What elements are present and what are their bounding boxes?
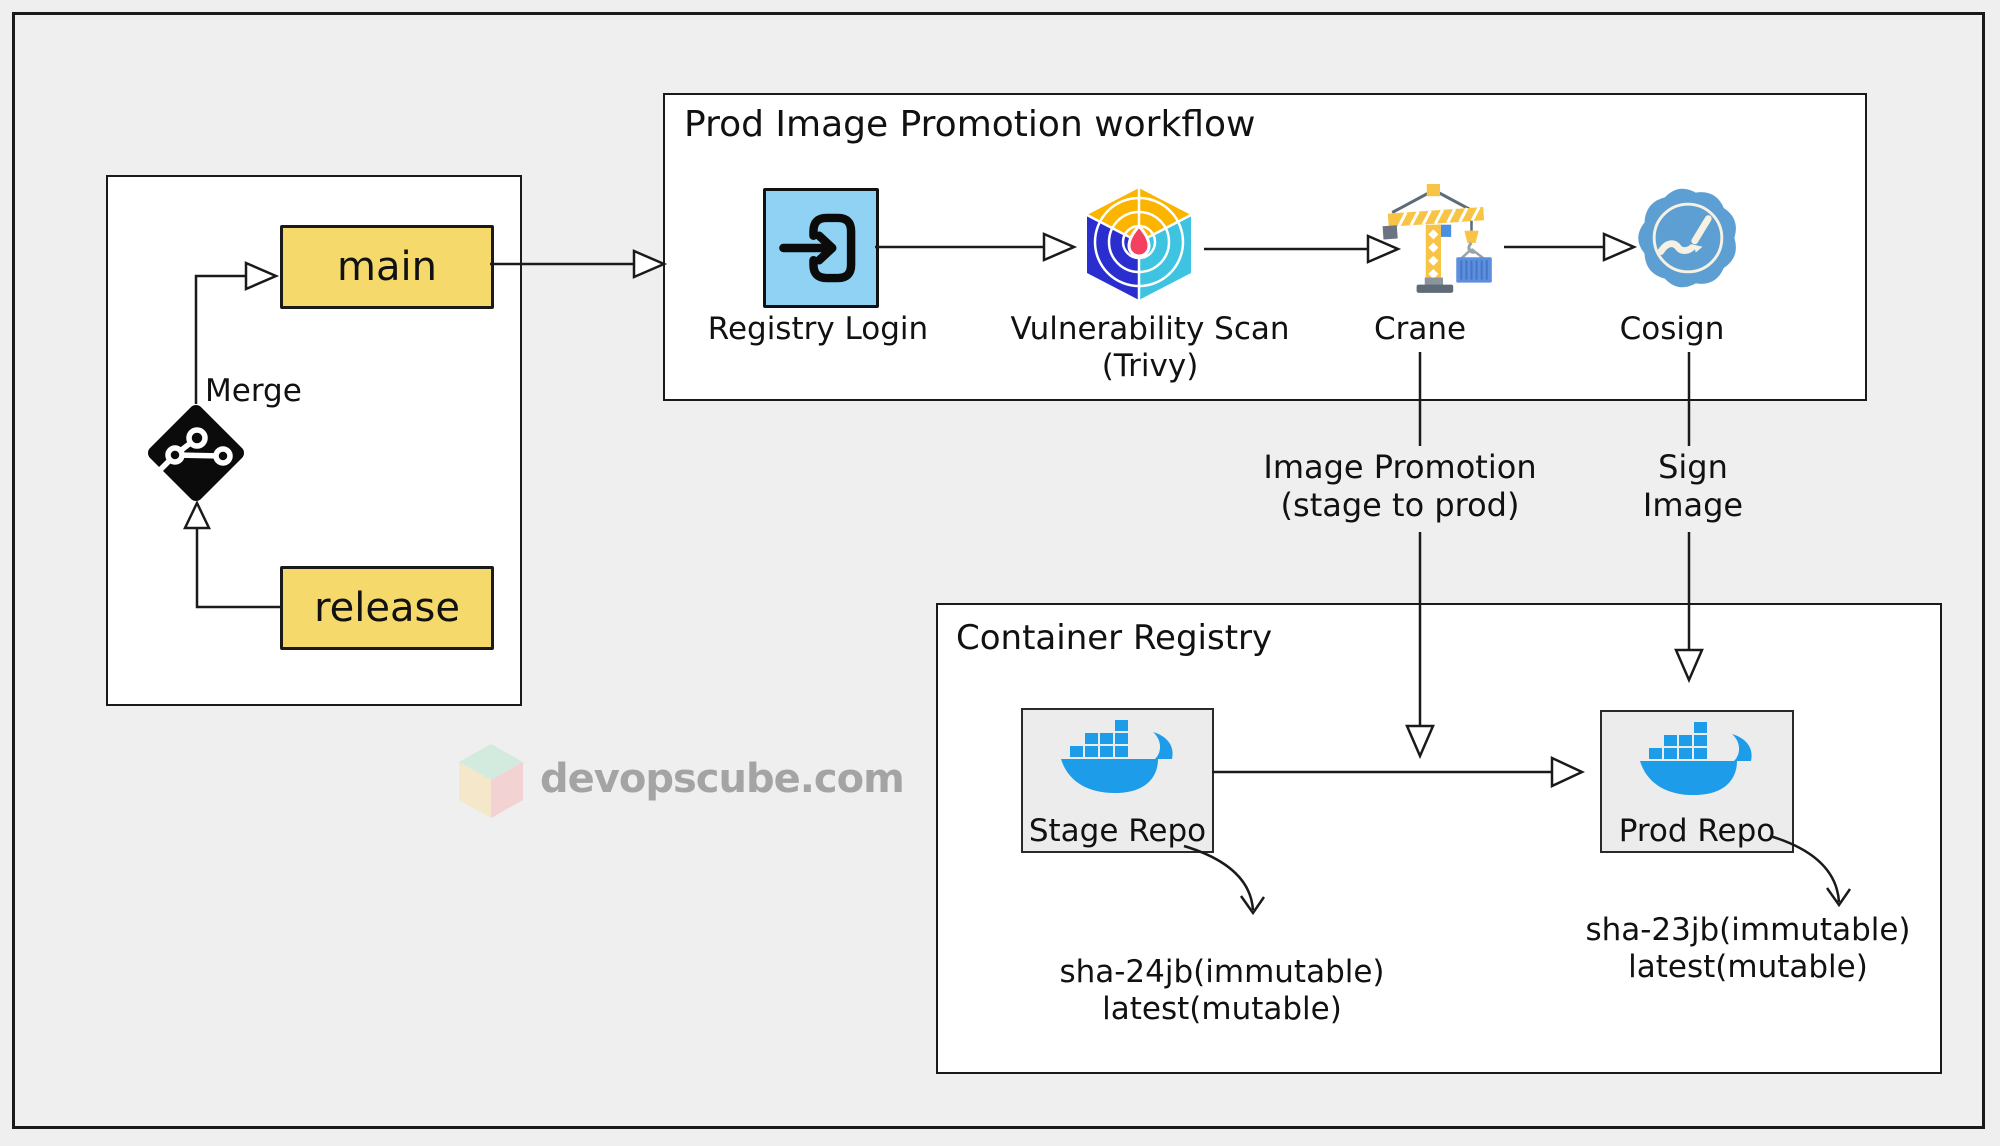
stage-repo-tags-line2: latest(mutable): [1102, 991, 1342, 1027]
image-promotion-line1: Image Promotion: [1263, 448, 1537, 486]
cosign-label: Cosign: [1619, 311, 1725, 347]
container-registry-title: Container Registry: [956, 618, 1273, 658]
workflow-panel-title: Prod Image Promotion workflow: [684, 104, 1256, 145]
release-branch-node: release: [280, 566, 494, 650]
stage-repo-node: Stage Repo: [1021, 708, 1214, 853]
sign-image-line1: Sign: [1658, 448, 1728, 486]
stage-repo-label: Stage Repo: [1028, 813, 1207, 849]
cosign-icon: [1630, 180, 1746, 296]
prod-repo-tags-line1: sha-23jb(immutable): [1585, 912, 1911, 948]
git-merge-icon: [143, 400, 249, 506]
crane-icon: [1380, 182, 1502, 304]
devopscube-cube-icon: [455, 742, 527, 820]
sign-image-line2: Image: [1642, 486, 1744, 524]
trivy-scan-label-line2: (Trivy): [1101, 348, 1199, 384]
registry-login-icon: [763, 188, 879, 308]
prod-repo-node: Prod Repo: [1600, 710, 1794, 853]
image-promotion-edge-label: Image Promotion (stage to prod): [1150, 448, 1650, 524]
watermark-text: devopscube.com: [540, 756, 905, 802]
release-branch-label: release: [314, 585, 460, 631]
docker-icon: [1640, 722, 1752, 796]
prod-repo-tags-line2: latest(mutable): [1628, 949, 1868, 985]
image-promotion-line2: (stage to prod): [1280, 486, 1520, 524]
main-branch-node: main: [280, 225, 494, 309]
trivy-scan-icon: [1076, 186, 1202, 306]
trivy-scan-label: Vulnerability Scan (Trivy): [960, 311, 1340, 385]
sign-image-edge-label: Sign Image: [1593, 448, 1793, 524]
stage-repo-tags-line1: sha-24jb(immutable): [1059, 954, 1385, 990]
registry-login-label: Registry Login: [707, 311, 929, 347]
trivy-scan-label-line1: Vulnerability Scan: [1010, 311, 1290, 347]
crane-label: Crane: [1373, 311, 1467, 347]
main-branch-label: main: [337, 244, 437, 290]
docker-icon: [1060, 720, 1173, 794]
outer-frame: [12, 12, 1985, 1129]
stage-repo-tags: sha-24jb(immutable) latest(mutable): [972, 954, 1472, 1028]
prod-repo-tags: sha-23jb(immutable) latest(mutable): [1498, 912, 1998, 986]
prod-repo-label: Prod Repo: [1618, 813, 1776, 849]
